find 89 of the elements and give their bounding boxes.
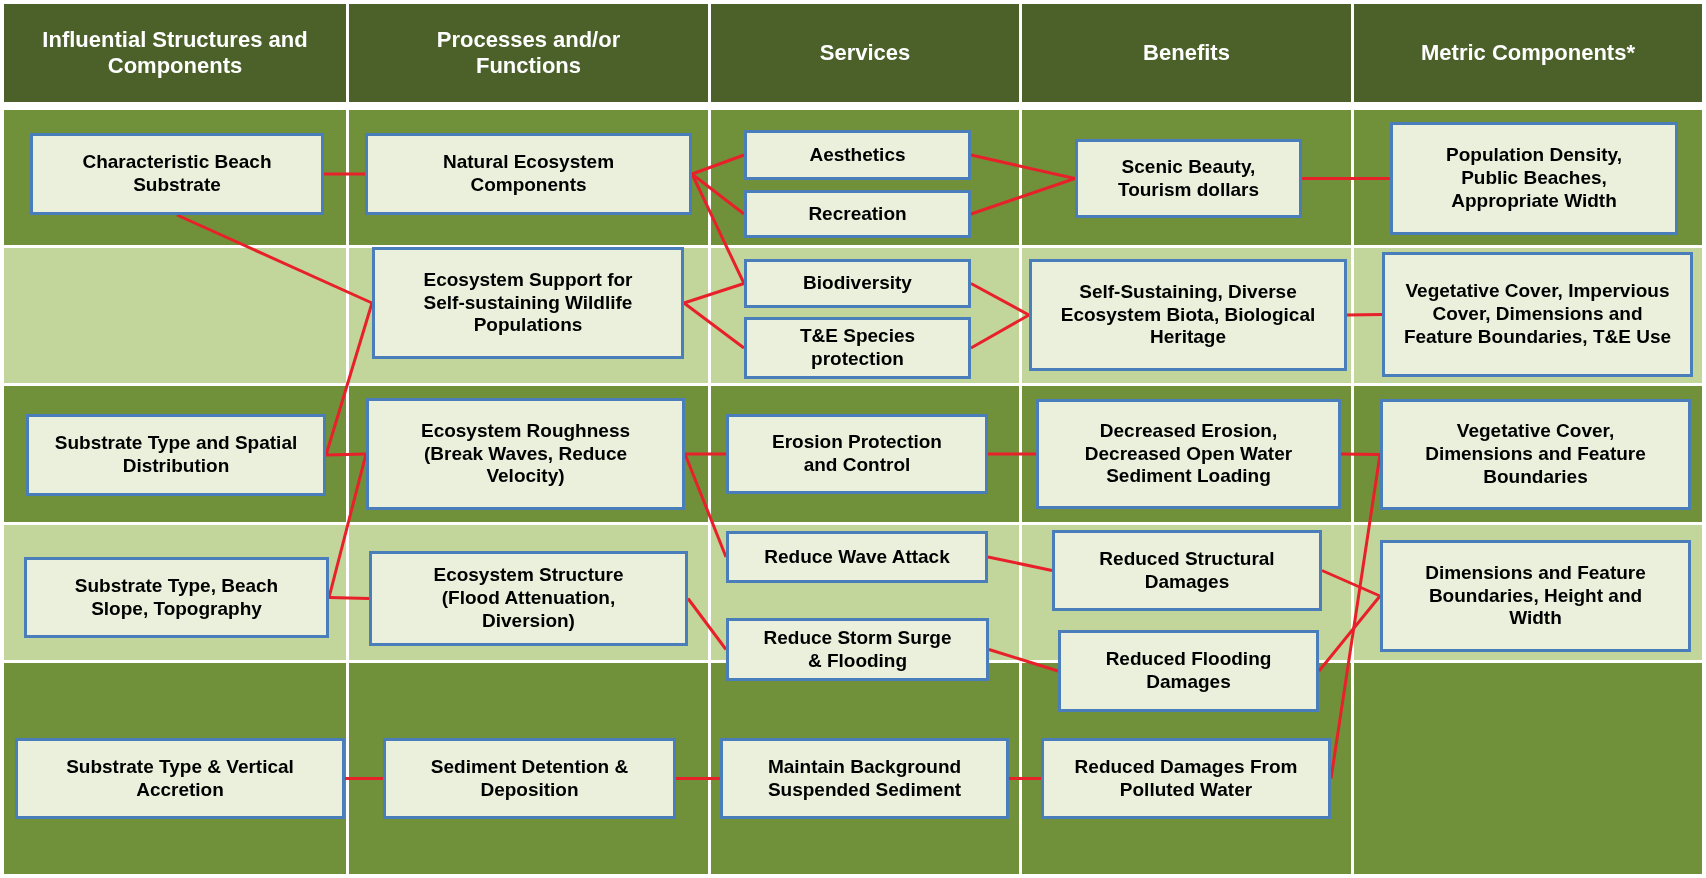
connector-line — [987, 555, 1053, 572]
column-header: Metric Components* — [1354, 4, 1702, 102]
box-text: Substrate Type & Vertical Accretion — [65, 755, 295, 802]
box-text: Reduce Wave Attack — [764, 545, 950, 569]
box-text: Decreased Erosion, Decreased Open Water Sediment Loading — [1083, 419, 1294, 489]
connector-line — [683, 282, 745, 305]
process-box — [1058, 630, 1319, 712]
connector-line — [1321, 569, 1381, 598]
process-box — [744, 259, 971, 308]
box-text: Ecosystem Roughness (Break Waves, Reduce Velocity) — [419, 419, 632, 489]
connector-line — [176, 213, 373, 305]
box-text: Substrate Type, Beach Slope, Topography — [73, 574, 280, 621]
process-box — [720, 738, 1009, 819]
process-box — [1380, 540, 1691, 652]
connector-line — [1346, 313, 1383, 317]
column-header: Processes and/or Functions — [349, 4, 708, 102]
process-box — [1382, 252, 1693, 377]
column-header: Benefits — [1022, 4, 1351, 102]
connector-line — [1302, 177, 1390, 180]
box-text: Vegetative Cover, Dimensions and Feature Boundaries — [1424, 420, 1647, 489]
box-text: Biodiversity — [803, 272, 912, 295]
process-box — [30, 133, 324, 215]
connector-line — [1329, 454, 1382, 779]
process-box — [1029, 259, 1347, 371]
connector-line — [691, 153, 745, 176]
process-box — [24, 557, 329, 638]
column-header: Services — [711, 4, 1019, 102]
box-text: Reduced Flooding Damages — [1104, 648, 1273, 694]
connector-line — [970, 313, 1030, 350]
box-text: Dimensions and Feature Boundaries, Height and Width — [1424, 561, 1647, 631]
connector-line — [988, 452, 1036, 456]
process-box — [15, 738, 345, 819]
box-text: Natural Ecosystem Components — [441, 151, 616, 197]
connector-line — [691, 172, 745, 216]
box-text: Ecosystem Structure (Flood Attenuation, Diversion) — [432, 564, 625, 633]
connector-line — [685, 452, 726, 456]
connector-line — [1009, 777, 1041, 780]
process-box — [726, 531, 988, 583]
connector-line — [328, 596, 370, 600]
connector-line — [324, 302, 374, 456]
connector-line — [988, 648, 1059, 673]
process-box — [744, 317, 971, 379]
connector-line — [324, 172, 365, 176]
connector-line — [690, 173, 746, 285]
box-text: Vegetative Cover, Impervious Cover, Dimensions and Feature Boundaries, T&E Use — [1402, 280, 1673, 349]
box-text: Ecosystem Support for Self-sustaining Wildlife Populations — [422, 268, 634, 338]
connector-line — [683, 301, 745, 350]
connector-line — [327, 453, 368, 598]
process-box — [1052, 530, 1322, 611]
box-text: Self-Sustaining, Diverse Ecosystem Biota, Biological Heritage — [1059, 280, 1317, 350]
process-box — [383, 738, 676, 819]
connector-line — [1340, 452, 1381, 456]
process-box — [365, 133, 692, 215]
process-box — [1075, 139, 1302, 218]
process-box — [1390, 122, 1678, 235]
process-box — [726, 618, 989, 681]
process-box — [26, 414, 326, 496]
connector-line — [970, 282, 1030, 317]
box-text: Reduce Storm Surge & Flooding — [762, 626, 953, 673]
box-text: Aesthetics — [809, 143, 906, 167]
connector-line — [676, 777, 720, 780]
process-box — [372, 247, 684, 359]
process-box — [369, 551, 688, 646]
process-box — [1380, 399, 1691, 510]
column-header: Influential Structures and Components — [4, 4, 346, 102]
box-text: Reduced Structural Damages — [1098, 547, 1276, 594]
box-text: Sediment Detention & Deposition — [429, 755, 630, 802]
connector-line — [1317, 595, 1382, 672]
box-text: Scenic Beauty, Tourism dollars — [1116, 155, 1261, 202]
box-text: Population Density, Public Beaches, Appropriate Width — [1445, 144, 1623, 213]
process-box — [726, 414, 988, 494]
connector-line — [686, 597, 728, 651]
box-text: T&E Species protection — [798, 325, 917, 371]
connector-line — [683, 453, 728, 558]
process-box — [366, 398, 685, 510]
process-box — [744, 190, 971, 238]
process-box — [1041, 738, 1331, 819]
connector-line — [325, 452, 367, 457]
box-text: Characteristic Beach Substrate — [81, 151, 273, 197]
box-text: Erosion Protection and Control — [771, 431, 943, 477]
process-box — [1036, 399, 1341, 509]
box-text: Maintain Background Suspended Sediment — [766, 755, 963, 802]
connector-line — [970, 153, 1076, 180]
process-box — [744, 130, 971, 180]
box-text: Recreation — [808, 202, 907, 226]
connector-line — [970, 177, 1076, 216]
box-text: Substrate Type and Spatial Distribution — [53, 432, 299, 478]
box-text: Reduced Damages From Polluted Water — [1073, 755, 1299, 802]
connector-line — [345, 777, 383, 780]
